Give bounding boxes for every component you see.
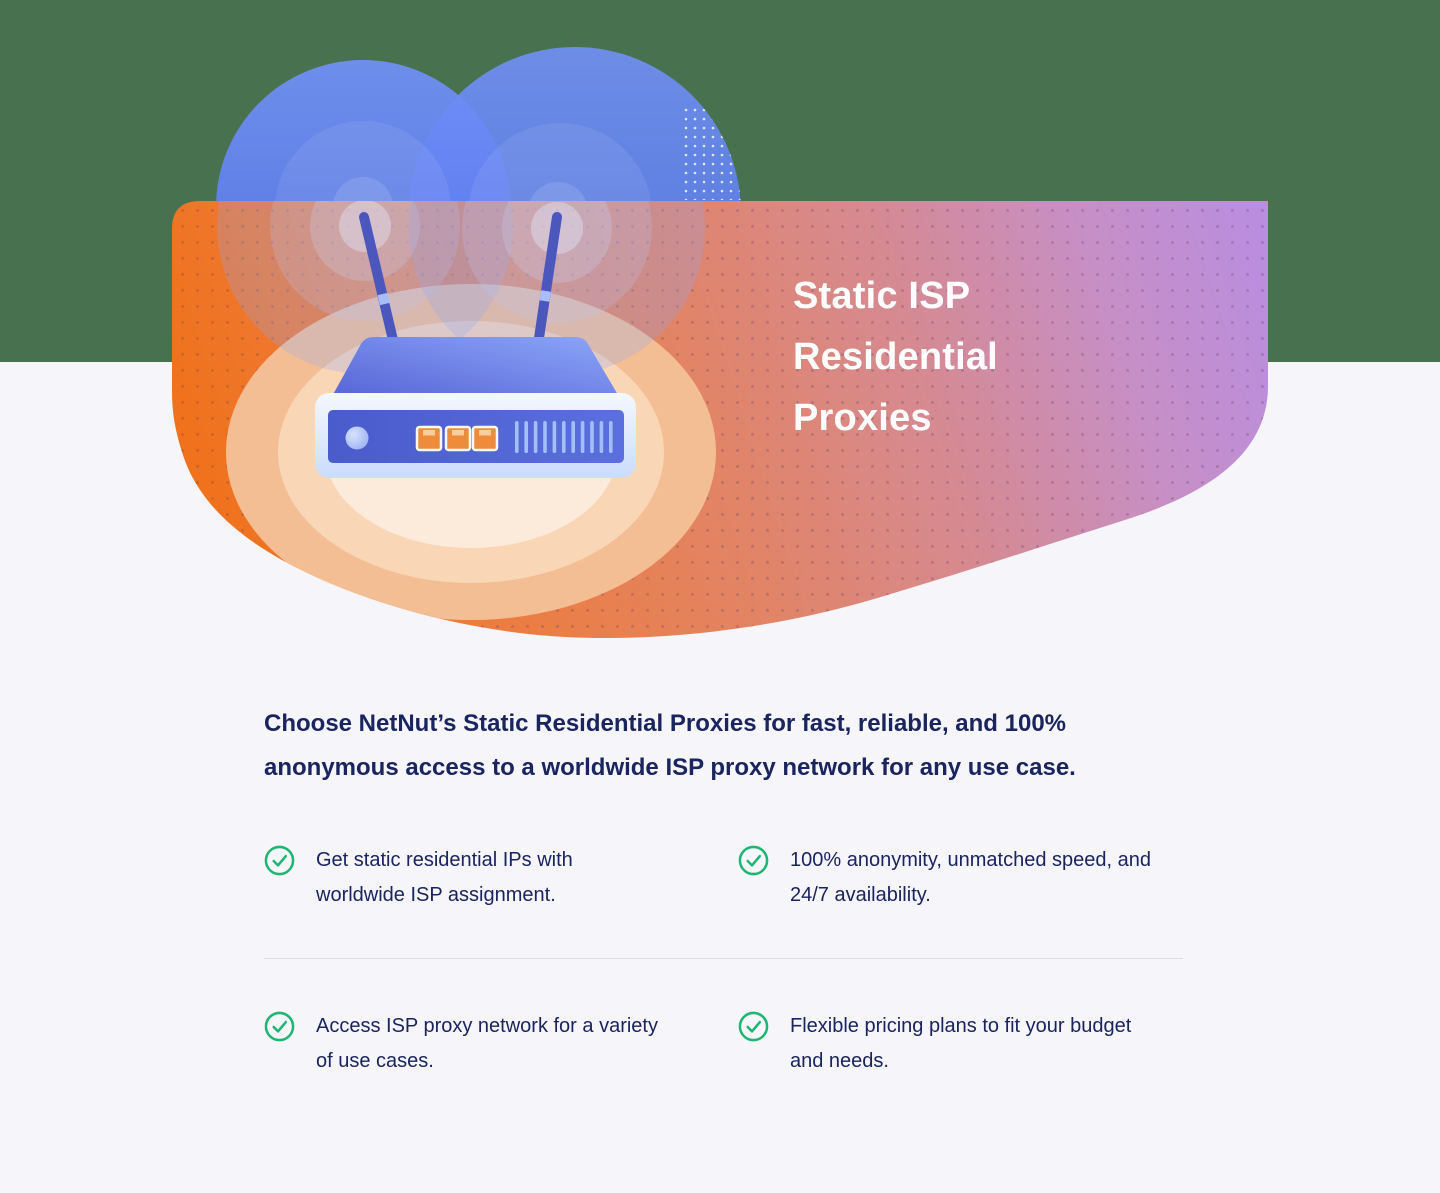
- router-top: [330, 337, 621, 400]
- router-antenna-right: [534, 212, 562, 343]
- feature-item: Flexible pricing plans to fit your budge…: [738, 1009, 1162, 1079]
- ethernet-ports: [415, 425, 499, 452]
- ethernet-port: [471, 425, 499, 452]
- check-circle-icon: [738, 1011, 769, 1042]
- features-row-2: Access ISP proxy network for a variety o…: [264, 1009, 1183, 1079]
- features-divider: [264, 958, 1183, 959]
- check-circle-icon: [264, 1011, 295, 1042]
- check-circle-icon: [264, 845, 295, 876]
- ethernet-port: [444, 425, 472, 452]
- intro-text: Choose NetNut’s Static Residential Proxi…: [264, 710, 1076, 781]
- feature-text: 100% anonymity, unmatched speed, and 24/…: [790, 849, 1151, 906]
- hero-title: Static ISP Residential Proxies: [793, 275, 998, 439]
- feature-text: Get static residential IPs with worldwid…: [316, 849, 573, 906]
- hero-illustration: [0, 0, 1440, 639]
- power-button: [345, 426, 369, 450]
- feature-item: Get static residential IPs with worldwid…: [264, 843, 738, 913]
- feature-text: Access ISP proxy network for a variety o…: [316, 1015, 658, 1072]
- router-antenna-left: [359, 212, 398, 345]
- vent-slats: [515, 421, 613, 453]
- router-illustration: [315, 212, 636, 478]
- feature-item: 100% anonymity, unmatched speed, and 24/…: [738, 843, 1162, 913]
- feature-item: Access ISP proxy network for a variety o…: [264, 1009, 738, 1079]
- feature-text: Flexible pricing plans to fit your budge…: [790, 1015, 1132, 1072]
- features-row-1: Get static residential IPs with worldwid…: [264, 843, 1183, 913]
- ethernet-port: [415, 425, 443, 452]
- check-circle-icon: [738, 845, 769, 876]
